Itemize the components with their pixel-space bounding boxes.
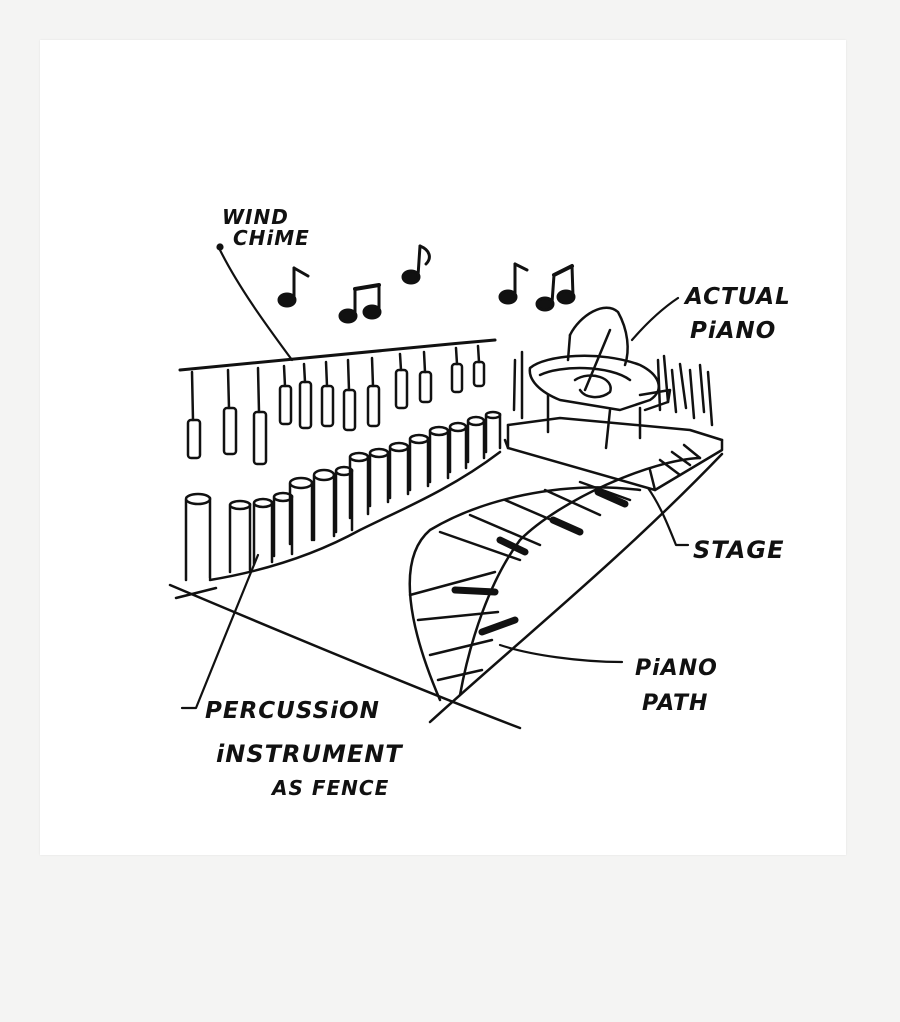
annotation-labels: WIND CHiME ACTUAL PiANO STAGE PiANO PATH… xyxy=(205,205,791,800)
music-note-4 xyxy=(498,262,529,305)
grand-piano xyxy=(512,306,714,450)
label-wind-chime-line2: CHiME xyxy=(233,226,310,250)
wind-chime xyxy=(178,338,497,466)
percussion-fence xyxy=(184,410,502,582)
label-actual-piano-line1: ACTUAL xyxy=(683,284,791,310)
label-piano-path-line2: PATH xyxy=(642,691,708,716)
music-note-5 xyxy=(535,264,576,312)
music-notes xyxy=(277,244,576,324)
label-wind-chime-line1: WIND xyxy=(222,205,289,229)
stage xyxy=(503,416,724,492)
label-percussion-line1: PERCUSSiON xyxy=(205,698,380,724)
label-stage: STAGE xyxy=(693,536,784,564)
music-note-3 xyxy=(401,244,431,285)
label-piano-path-line1: PiANO xyxy=(635,656,718,681)
label-percussion-line2: iNSTRUMENT xyxy=(216,740,403,768)
leader-lines xyxy=(180,243,690,710)
label-percussion-line3: AS FENCE xyxy=(270,776,389,800)
ground-lines xyxy=(168,452,724,730)
label-actual-piano-line2: PiANO xyxy=(690,318,776,344)
music-note-1 xyxy=(277,266,310,308)
paper-sheet xyxy=(40,40,846,855)
piano-path xyxy=(408,456,702,702)
music-note-2 xyxy=(338,283,382,324)
